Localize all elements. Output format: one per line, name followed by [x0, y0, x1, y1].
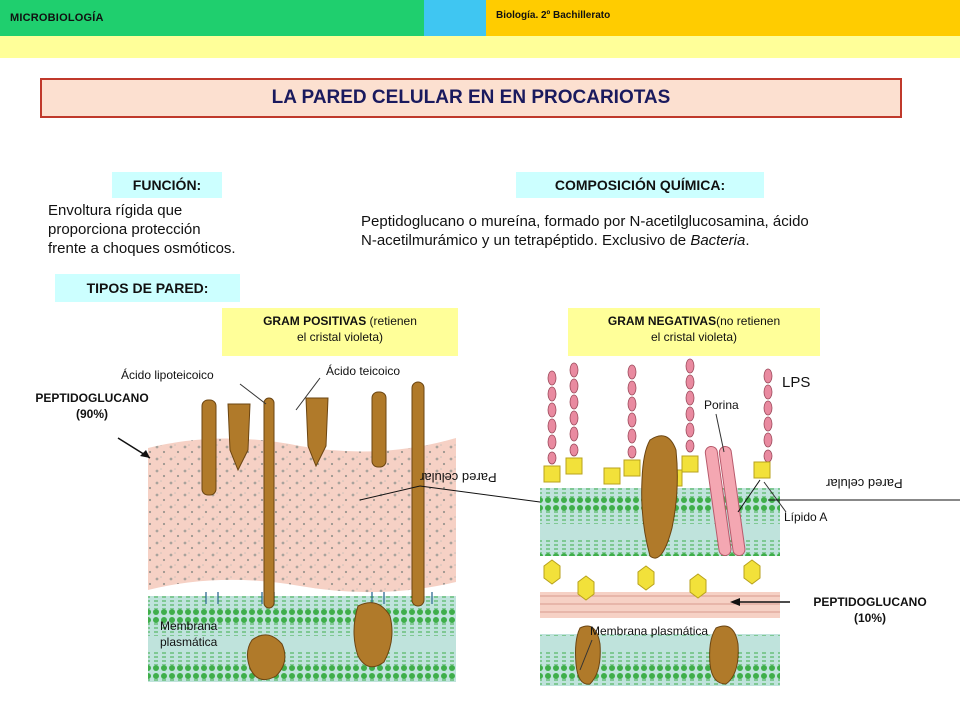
label-porina: Porina	[704, 398, 739, 412]
gram-negativas-desc2: el cristal violeta)	[650, 330, 738, 344]
header-strip	[0, 36, 960, 58]
label-membrana-plasmatica: Membrana plasmática	[160, 618, 217, 650]
membrana-line2: plasmática	[160, 635, 218, 649]
gram-negativas-box: GRAM NEGATIVAS(no retienen el cristal vi…	[568, 308, 820, 356]
page-title: LA PARED CELULAR EN EN PROCARIOTAS	[271, 87, 671, 108]
gram-negativas-desc1: (no retienen	[716, 314, 781, 328]
gram-positivas-name: GRAM POSITIVAS	[263, 314, 367, 328]
gram-negativas-name: GRAM NEGATIVAS	[607, 314, 717, 328]
gram-positivas-box: GRAM POSITIVAS (retienen el cristal viol…	[222, 308, 458, 356]
membrane-protein	[246, 634, 286, 681]
label-acido-teicoico: Ácido teicoico	[326, 364, 401, 378]
gram-positivas-desc2: el cristal violeta)	[296, 330, 384, 344]
lipoteichoic-rod	[411, 381, 425, 607]
peptidoglucano-pct: (90%)	[75, 407, 108, 421]
gram-negativas-title: GRAM NEGATIVAS(no retienen	[568, 313, 820, 329]
gram-positivas-title: GRAM POSITIVAS (retienen	[222, 313, 458, 329]
teichoic-rod	[371, 391, 387, 468]
funcion-line: frente a choques osmóticos.	[48, 240, 236, 257]
lipoteichoic-rod	[263, 397, 275, 609]
subject-label: MICROBIOLOGÍA	[10, 12, 104, 24]
peptidoglucano-name: PEPTIDOGLUCANO	[35, 391, 149, 405]
gram-positivas-desc1: (retienen	[366, 314, 417, 328]
composicion-text: Peptidoglucano o mureína, formado por N-…	[361, 212, 941, 250]
inner-membrane-protein	[575, 625, 601, 685]
label-peptidoglucano-10: PEPTIDOGLUCANO (10%)	[790, 594, 950, 626]
label-lipido-a: Lípido A	[784, 510, 828, 524]
peptidoglucano-pct: (10%)	[853, 611, 886, 625]
tipos-heading: TIPOS DE PARED:	[55, 274, 240, 302]
composicion-line1: Peptidoglucano o mureína, formado por N-…	[361, 213, 809, 230]
funcion-text: Envoltura rígida que proporciona protecc…	[48, 201, 348, 258]
header-green-band	[0, 0, 424, 36]
outer-membrane-protein	[641, 435, 678, 559]
lps-chains	[543, 358, 773, 601]
composicion-line2: N-acetilmurámico y un tetrapéptido. Excl…	[361, 231, 941, 250]
funcion-heading: FUNCIÓN:	[112, 172, 222, 198]
funcion-line: proporciona protección	[48, 221, 201, 238]
label-lps: LPS	[782, 374, 811, 391]
teichoic-rod	[305, 397, 329, 468]
peptidoglucano-name: PEPTIDOGLUCANO	[813, 595, 927, 609]
porin	[704, 445, 746, 557]
composicion-heading: COMPOSICIÓN QUÍMICA:	[516, 172, 764, 198]
header-cyan-band	[424, 0, 486, 36]
membrana-line1: Membrana	[160, 619, 218, 633]
label-pared-celular-flipped-right: Pared celular	[826, 476, 903, 491]
label-membrana-plasmatica-neg: Membrana plasmática	[590, 624, 709, 638]
teichoic-rod	[201, 399, 217, 496]
teichoic-rod	[227, 403, 251, 472]
inner-membrane-protein	[709, 625, 739, 685]
membrane-protein	[353, 602, 393, 668]
gram-positive-diagram	[117, 377, 571, 682]
course-label: Biología. 2º Bachillerato	[496, 10, 611, 21]
gram-negative-diagram	[540, 358, 960, 686]
composicion-line2-suffix: .	[745, 232, 750, 249]
title-box: LA PARED CELULAR EN EN PROCARIOTAS	[40, 78, 902, 118]
composicion-bacteria: Bacteria	[690, 232, 746, 249]
composicion-line2-prefix: N-acetilmurámico y un tetrapéptido. Excl…	[361, 232, 691, 249]
label-pared-celular-flipped: Pared celular	[420, 470, 497, 485]
funcion-line: Envoltura rígida que	[48, 202, 183, 219]
header-yellow-band	[486, 0, 960, 36]
label-acido-lipoteicoico: Ácido lipoteicoico	[121, 368, 214, 382]
label-peptidoglucano-90: PEPTIDOGLUCANO (90%)	[14, 390, 170, 422]
